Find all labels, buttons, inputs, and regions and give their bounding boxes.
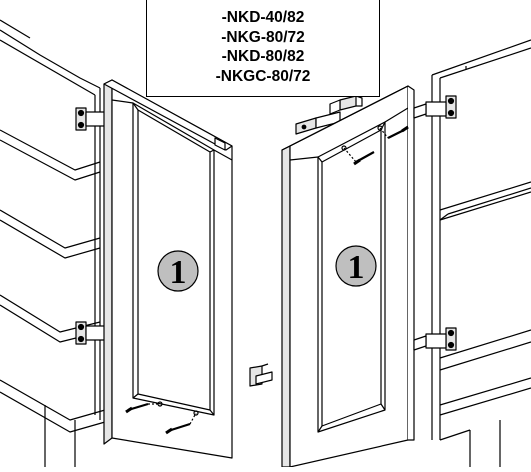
model-code-3: -NKD-80/82 bbox=[221, 48, 305, 65]
right-door-number: 1 bbox=[348, 249, 365, 286]
right-door-screws bbox=[341, 125, 409, 166]
left-cabinet bbox=[0, 19, 106, 467]
model-code-4: -NKGC-80/72 bbox=[215, 67, 311, 85]
right-hinge-top bbox=[413, 95, 457, 119]
left-door-number: 1 bbox=[170, 254, 187, 291]
model-code-1: -NKD-40/82 bbox=[221, 9, 305, 26]
top-center-bracket bbox=[295, 95, 363, 135]
model-code-label-box: -NKD-40/82 -NKG-80/72 -NKD-80/82 -NKGC-8… bbox=[146, 0, 380, 97]
right-door-callout: 1 bbox=[335, 245, 377, 287]
bottom-center-bracket bbox=[249, 363, 273, 387]
right-hinge-bottom bbox=[413, 327, 457, 351]
left-door-screws bbox=[125, 401, 199, 435]
left-door-callout: 1 bbox=[157, 250, 199, 292]
right-cabinet bbox=[431, 39, 531, 467]
model-code-2: -NKG-80/72 bbox=[221, 28, 305, 46]
